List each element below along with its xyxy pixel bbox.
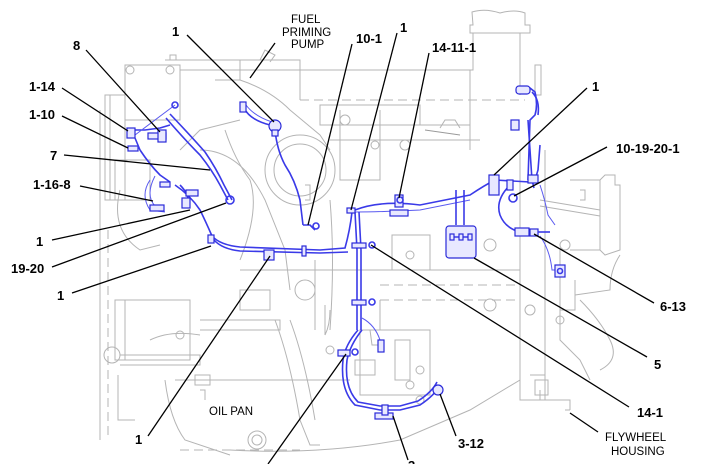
leader-flywheel-housing xyxy=(569,412,599,433)
callout-19-20: 19-20 xyxy=(11,261,44,276)
leader-bottom-cut-a xyxy=(267,353,347,464)
leader-5 xyxy=(473,257,648,358)
leader-1-bottom xyxy=(147,255,271,437)
leader-8 xyxy=(85,49,161,133)
leader-10-19-20-1 xyxy=(513,146,608,197)
component-notes: FUEL PRIMING PUMP OIL PAN FLYWHEEL HOUSI… xyxy=(209,14,667,458)
leader-1-right xyxy=(493,87,588,176)
callout-5: 5 xyxy=(654,357,661,372)
callout-14-1: 14-1 xyxy=(637,405,663,420)
callout-bottom-cut-b: 3 xyxy=(408,458,415,464)
callout-1-bottom: 1 xyxy=(135,432,142,447)
leader-1-16-8 xyxy=(79,185,154,202)
callout-1-14: 1-14 xyxy=(29,79,56,94)
leader-10-1 xyxy=(307,43,353,226)
callout-1-10: 1-10 xyxy=(29,107,55,122)
leader-lines xyxy=(51,32,655,464)
callout-3-12: 3-12 xyxy=(458,436,484,451)
leader-14-11-1 xyxy=(398,52,430,199)
note-fuel-priming-pump-line1: FUEL xyxy=(291,14,321,26)
leader-14-1 xyxy=(370,244,630,408)
leader-7 xyxy=(63,154,211,171)
callout-1-16-8: 1-16-8 xyxy=(33,177,71,192)
callout-1-top: 1 xyxy=(172,24,179,39)
leader-1-top xyxy=(186,34,275,123)
note-flywheel-housing-line1: FLYWHEEL xyxy=(605,432,667,444)
leader-3-12 xyxy=(439,393,457,437)
note-fuel-priming-pump-line2: PRIMING xyxy=(282,27,331,39)
leader-1-10 xyxy=(61,115,129,149)
leader-fuel-priming-pump xyxy=(249,42,276,79)
note-fuel-priming-pump-line3: PUMP xyxy=(291,39,325,51)
callout-7: 7 xyxy=(50,148,57,163)
engine-outline xyxy=(99,9,621,456)
callout-10-19-20-1: 10-19-20-1 xyxy=(616,141,680,156)
callout-8: 8 xyxy=(73,38,80,53)
callout-6-13: 6-13 xyxy=(660,299,686,314)
callout-10-1: 10-1 xyxy=(356,31,382,46)
leader-1-left-b xyxy=(71,245,212,294)
callout-1-left-b: 1 xyxy=(57,288,64,303)
leader-1-center xyxy=(350,32,398,211)
leader-1-left-a xyxy=(51,209,191,241)
callout-14-11-1: 14-11-1 xyxy=(432,40,476,55)
leader-6-13 xyxy=(533,233,655,304)
callout-1-left-a: 1 xyxy=(36,234,43,249)
leader-19-20 xyxy=(51,202,227,268)
callout-1-right: 1 xyxy=(592,79,599,94)
note-oil-pan: OIL PAN xyxy=(209,406,253,418)
leader-bottom-cut-b xyxy=(392,415,409,461)
callout-1-center: 1 xyxy=(400,20,407,35)
leader-1-14 xyxy=(61,87,129,132)
wiring-harness xyxy=(126,85,566,420)
note-flywheel-housing-line2: HOUSING xyxy=(611,446,665,458)
callout-labels: 1 8 1-14 1-10 7 1-16-8 1 19-20 1 10-1 1 … xyxy=(11,20,686,464)
